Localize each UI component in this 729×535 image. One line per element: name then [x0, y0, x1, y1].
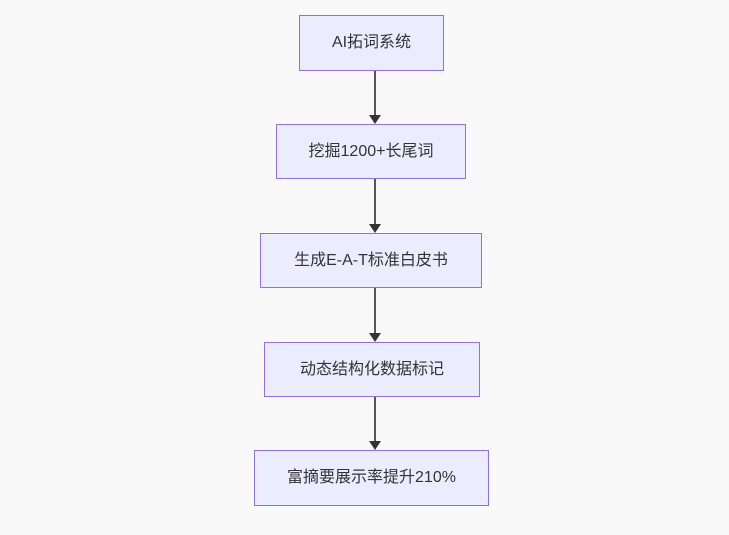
arrow-down-icon	[369, 224, 381, 233]
flow-edge-b-to-c	[369, 179, 381, 233]
arrow-down-icon	[369, 441, 381, 450]
flow-edge-c-to-d	[369, 288, 381, 342]
flow-node-dynamic-structured-data-markup: 动态结构化数据标记	[264, 342, 480, 397]
flow-edge-a-to-b	[369, 71, 381, 124]
flow-node-label: 挖掘1200+长尾词	[308, 142, 434, 160]
flow-node-label: 生成E-A-T标准白皮书	[294, 251, 448, 269]
arrow-line	[374, 179, 376, 226]
flow-node-label: 动态结构化数据标记	[299, 360, 444, 378]
flow-node-ai-word-expansion-system: AI拓词系统	[299, 15, 444, 71]
arrow-line	[374, 71, 376, 117]
arrow-down-icon	[369, 115, 381, 124]
arrow-line	[374, 397, 376, 443]
flow-node-label: AI拓词系统	[331, 34, 412, 52]
arrow-down-icon	[369, 333, 381, 342]
arrow-line	[374, 288, 376, 335]
flow-edge-d-to-e	[369, 397, 381, 450]
flow-node-label: 富摘要展示率提升210%	[287, 469, 456, 487]
flow-node-rich-snippet-rate-increase: 富摘要展示率提升210%	[254, 450, 489, 506]
flow-node-mine-longtail-keywords: 挖掘1200+长尾词	[276, 124, 466, 179]
flow-node-generate-eat-whitepaper: 生成E-A-T标准白皮书	[260, 233, 482, 288]
